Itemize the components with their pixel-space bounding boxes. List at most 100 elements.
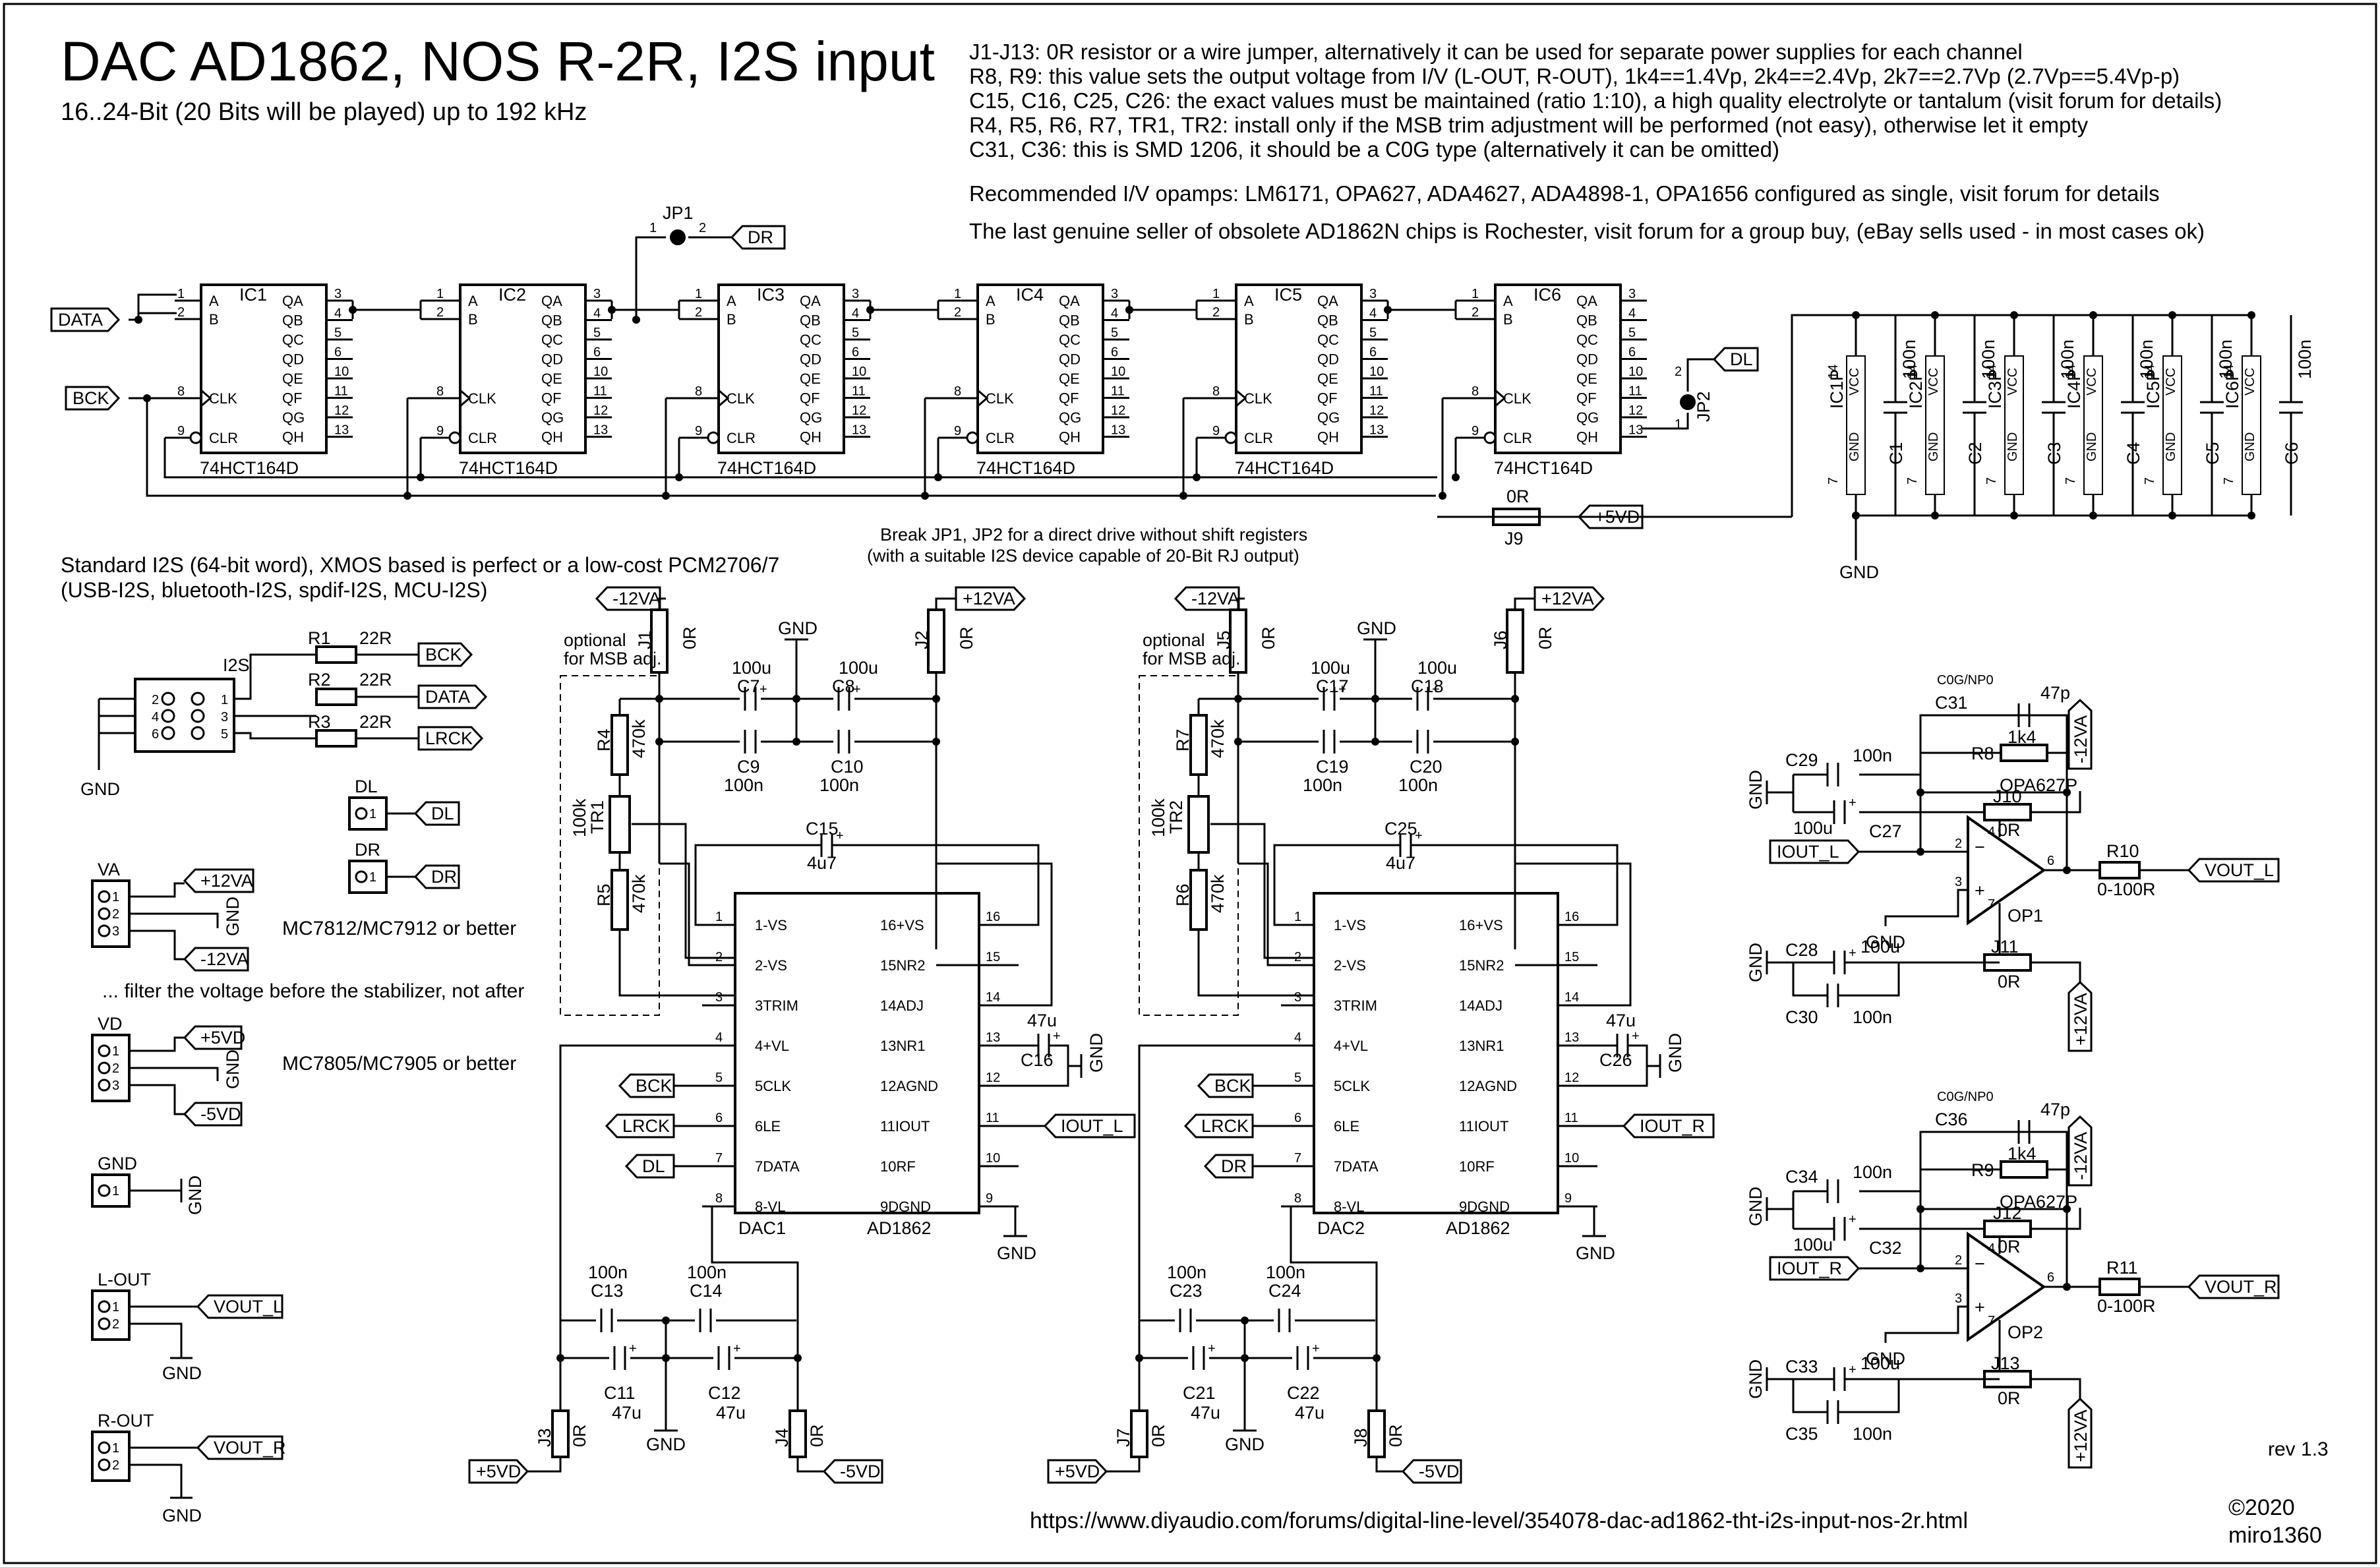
clr-bubble [1224,431,1237,444]
dac-pin-name: 3TRIM [755,997,798,1014]
dac-m5-flag-text: -5VD [1419,1462,1460,1481]
gnd-pin-name: GND [2085,432,2099,461]
decoupling-cap [1963,401,1986,414]
connector-pin-number: 2 [112,1317,119,1332]
opamp-triangle [1967,1231,2046,1342]
sr-pin-number: 1 [436,287,444,301]
trim-value: 100k [570,798,589,837]
inverting-mark: − [1975,1254,1985,1274]
sr-output-name: QG [282,409,305,426]
vcc-pin-name: VCC [1926,368,1941,396]
j-bot-left-value: 0R [570,1424,589,1447]
j-bot-label: J13 [1991,1353,2020,1373]
optional-label: for MSB adj. [564,649,662,668]
header-pin-number: 5 [221,727,228,742]
c-name: C12 [708,1383,741,1403]
cap-name: C1 [1886,442,1906,465]
copyright-author: miro1360 [2228,1523,2322,1548]
dac-p5-flag-text: +5VD [1055,1462,1100,1481]
sr-output-number: 11 [593,384,607,399]
sr-pin-number: 1 [695,287,702,301]
sr-output-name: QC [1576,332,1598,348]
ic-power-pins [2162,355,2182,495]
c15-value: 4u7 [807,853,837,873]
c-top-value: 100n [1853,746,1892,765]
bulk-capacitor [613,1346,626,1370]
sr-output-name: QF [1576,390,1597,407]
c-top-name: C34 [1785,1167,1818,1187]
c16-gnd: GND [1086,1033,1106,1073]
sr-output-number: 6 [334,345,342,360]
dac-pin-name: 8-VL [755,1198,785,1215]
vcc-pin-number: 14 [2143,365,2157,379]
sr-output-name: QH [1059,429,1081,446]
data-net-flag [50,307,121,332]
j-bot-left-label: J7 [1114,1428,1133,1447]
sheet-border [3,3,2377,1564]
op-pin-4: 4 [1988,1241,1995,1256]
va-connector-label: VA [98,860,120,879]
dac-pin-number: 11 [1564,1111,1578,1125]
optional-label: optional [1143,630,1205,650]
c-top-e-name: C32 [1869,1238,1902,1258]
j-top-resistor [1983,1220,2032,1238]
decoupling-cap [2279,401,2303,414]
trim-potentiometer [609,795,631,854]
wire [1884,889,1968,926]
junction-dot [932,695,940,703]
sr-output-number: 3 [852,287,859,301]
sr-pin-number: 9 [1212,424,1220,438]
sr-output-number: 11 [334,384,348,399]
sr-output-number: 10 [1369,365,1384,379]
note-line: J1-J13: 0R resistor or a wire jumper, al… [969,40,2023,64]
cap-gap [1412,728,1433,755]
dac-pin-number: 4 [715,1030,723,1045]
c-name: C17 [1316,676,1349,696]
op-out-flag [2187,1274,2280,1299]
sr-pin-name: A [727,293,736,309]
op-out-flag [2187,858,2280,883]
op-pin-6: 6 [2047,1270,2054,1285]
c15-capacitor [820,833,833,857]
p12-flag [1533,586,1605,611]
sr-pin-number: 9 [954,424,961,438]
msb-trim-optional-box [560,675,660,1016]
feedback-resistor [2000,744,2048,762]
sr-pin-name: A [209,293,219,309]
cap-gap [695,1307,716,1334]
reg12-note: MC7812/MC7912 or better [282,918,516,939]
rout-connector-label: R-OUT [98,1411,154,1431]
dac-pin-name: 10RF [880,1158,916,1175]
sr-output-name: QH [541,429,563,446]
optional-label: for MSB adj. [1143,649,1241,668]
clr-bus [1454,436,1469,477]
gnd-pin-number: 7 [1984,477,1999,485]
chain-wire [869,301,939,319]
gnd-pin-number: 7 [1905,477,1920,485]
clr-bubble [1483,431,1497,444]
ic-power-pins [2242,355,2261,495]
top-gnd: GND [1746,770,1766,810]
wire [2031,791,2081,813]
sr-pin-number: 8 [954,384,961,399]
connector-pin [98,1458,111,1471]
junction-dot [2168,512,2176,519]
sr-output-name: QB [800,312,821,329]
dac-pin-number: 2 [715,950,723,964]
gnd-label: GND [778,618,818,638]
m12-flag-text: -12VA [1191,589,1239,608]
sr-output-number: 12 [1369,403,1384,418]
junction-dot [349,306,357,314]
j-bot-left-value: 0R [1148,1424,1168,1447]
junction-dot [1241,1316,1249,1324]
sr-pin-name: B [1244,311,1254,328]
voutr-conn-flag [196,1435,283,1460]
sr-output-name: QF [1059,390,1079,407]
sr-output-number: 13 [1628,423,1643,438]
dac-pin-name: 13NR1 [880,1038,925,1054]
c-fb-name: C31 [1935,693,1968,713]
connector-pin [98,1300,111,1313]
j-bot-left [551,1409,570,1458]
ad1862-dac [734,892,980,1214]
c-name: C22 [1287,1383,1320,1403]
